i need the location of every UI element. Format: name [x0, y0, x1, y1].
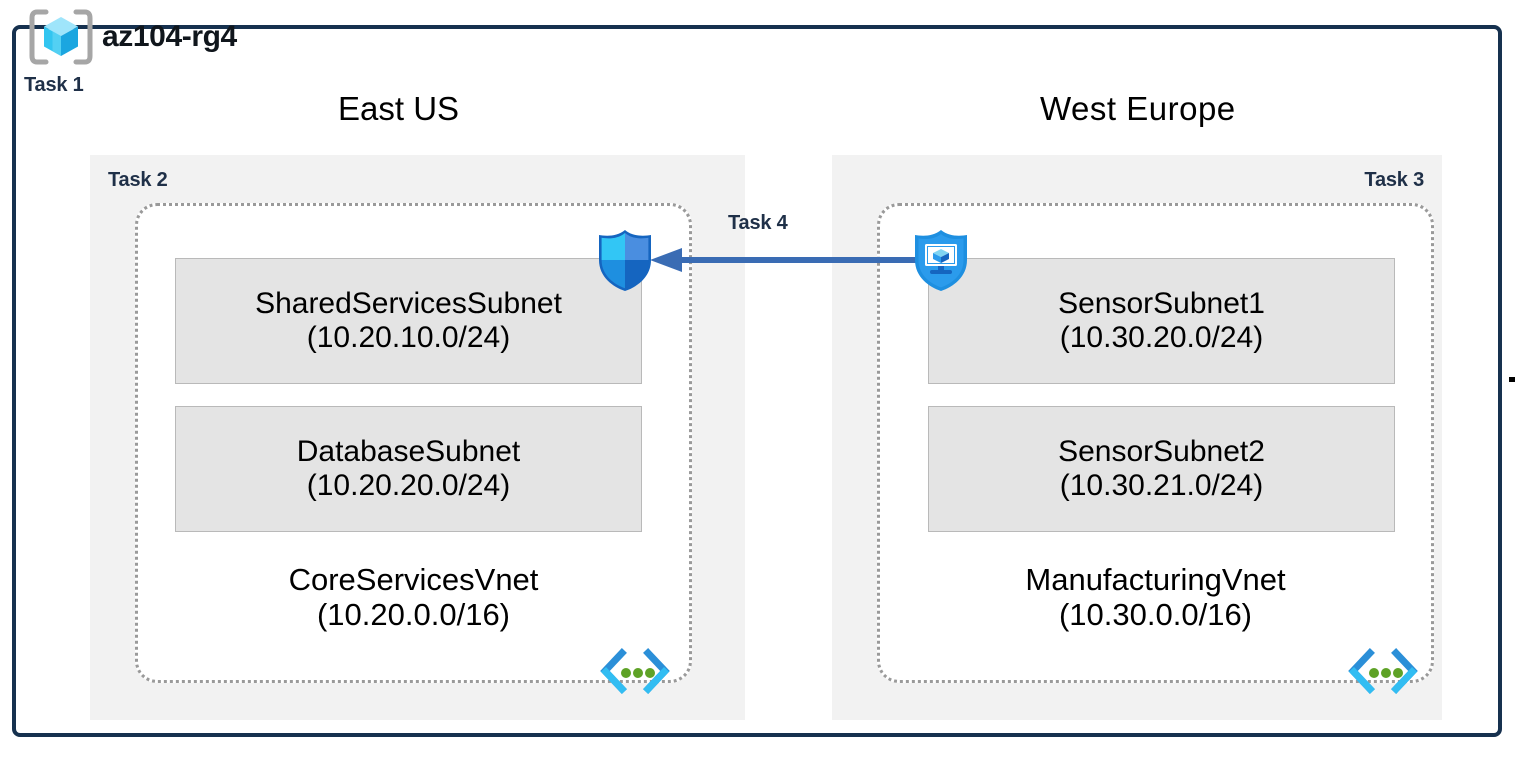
task-4-label: Task 4: [728, 212, 788, 234]
subnet-database: DatabaseSubnet (10.20.20.0/24): [175, 406, 642, 532]
peering-arrow: [648, 240, 928, 280]
virtual-network-icon: [1346, 648, 1420, 694]
subnet-sensor-1: SensorSubnet1 (10.30.20.0/24): [928, 258, 1395, 384]
subnet-shared-services: SharedServicesSubnet (10.20.10.0/24): [175, 258, 642, 384]
edge-artifact-mark: [1509, 377, 1515, 382]
task-1-label: Task 1: [24, 74, 84, 96]
task-3-label: Task 3: [1364, 169, 1424, 191]
resource-group-frame: [12, 25, 1502, 737]
subnet-name: DatabaseSubnet: [296, 435, 521, 469]
vnet-caption-manufacturing: ManufacturingVnet (10.30.0.0/16): [877, 562, 1434, 632]
subnet-name: SensorSubnet2: [1058, 435, 1265, 469]
bastion-shield-monitor-icon: [908, 227, 974, 293]
frame-title-gap: [42, 43, 372, 67]
subnet-cidr: (10.30.21.0/24): [1059, 469, 1264, 502]
resource-group-header: az104-rg4: [26, 8, 237, 66]
vnet-cidr: (10.20.0.0/16): [316, 596, 511, 632]
virtual-network-icon: [598, 648, 672, 694]
subnet-cidr: (10.20.20.0/24): [306, 469, 511, 502]
subnet-sensor-2: SensorSubnet2 (10.30.21.0/24): [928, 406, 1395, 532]
network-security-group-shield-icon: [592, 227, 658, 293]
region-title-west-europe: West Europe: [1040, 90, 1236, 127]
vnet-caption-core-services: CoreServicesVnet (10.20.0.0/16): [135, 562, 692, 632]
vnet-name: CoreServicesVnet: [288, 562, 539, 597]
resource-group-name: az104-rg4: [102, 20, 237, 53]
resource-group-cube-icon: [26, 8, 96, 66]
region-title-east-us: East US: [338, 90, 460, 127]
subnet-name: SensorSubnet1: [1058, 287, 1265, 321]
subnet-cidr: (10.20.10.0/24): [306, 321, 511, 354]
vnet-name: ManufacturingVnet: [1025, 562, 1286, 597]
vnet-cidr: (10.30.0.0/16): [1058, 596, 1253, 632]
subnet-cidr: (10.30.20.0/24): [1059, 321, 1264, 354]
task-2-label: Task 2: [108, 169, 168, 191]
subnet-name: SharedServicesSubnet: [255, 287, 562, 321]
